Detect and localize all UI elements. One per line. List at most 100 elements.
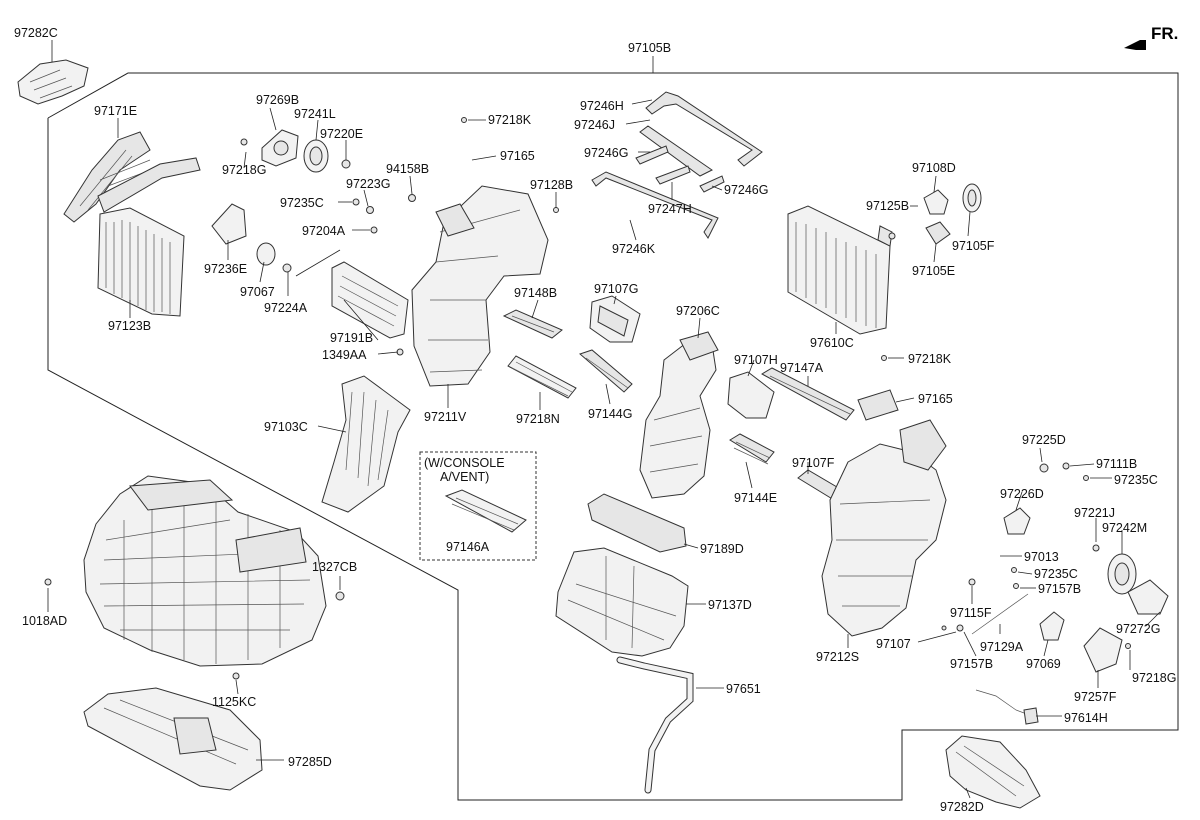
- label-97146a: 97146A: [446, 540, 490, 554]
- heater-core-97123b: [97, 207, 185, 317]
- label-97246k: 97246K: [612, 242, 656, 256]
- duct-97282d: [945, 735, 1041, 809]
- actuator-97226d: [1003, 507, 1031, 535]
- label-97224a: 97224A: [264, 301, 308, 315]
- label-97069: 97069: [1026, 657, 1061, 671]
- label-97218n: 97218N: [516, 412, 560, 426]
- label-97191b: 97191B: [330, 331, 373, 345]
- lever-97069: [1039, 611, 1065, 641]
- label-97226d: 97226D: [1000, 487, 1044, 501]
- label-97211v: 97211V: [424, 410, 467, 424]
- label-1327cb: 1327CB: [312, 560, 357, 574]
- label-97103c: 97103C: [264, 420, 308, 434]
- label-97067: 97067: [240, 285, 275, 299]
- label-1125kc: 1125KC: [212, 695, 256, 709]
- label-97610c: 97610C: [810, 336, 854, 350]
- front-direction-indicator: FR.: [1124, 24, 1178, 50]
- label-97165-a: 97165: [500, 149, 535, 163]
- label-97128b: 97128B: [530, 178, 573, 192]
- housing-right-97212s: [821, 389, 947, 637]
- housing-upper-97211v: [411, 185, 549, 387]
- duct-97103c: [321, 375, 411, 513]
- label-97282d: 97282D: [940, 800, 984, 814]
- label-97218g-a: 97218G: [222, 163, 266, 177]
- label-97013: 97013: [1024, 550, 1059, 564]
- label-97125b: 97125B: [866, 199, 909, 213]
- label-97144e: 97144E: [734, 491, 777, 505]
- label-97212s: 97212S: [816, 650, 859, 664]
- label-97105f: 97105F: [952, 239, 995, 253]
- tray-97137d: [555, 547, 689, 657]
- label-94158b: 94158B: [386, 162, 429, 176]
- label-97171e: 97171E: [94, 104, 137, 118]
- duct-97282c-top: [17, 59, 89, 105]
- front-direction-label: FR.: [1151, 24, 1178, 43]
- label-97220e: 97220E: [320, 127, 363, 141]
- bracket-97189d: [587, 493, 687, 553]
- evaporator-97610c: [787, 205, 893, 335]
- actuator-97257f: [1083, 627, 1123, 673]
- label-97651: 97651: [726, 682, 761, 696]
- label-97242m: 97242M: [1102, 521, 1147, 535]
- label-97115f: 97115F: [950, 606, 992, 620]
- grille-97147a: [760, 367, 855, 421]
- label-97108d: 97108D: [912, 161, 956, 175]
- label-97129a: 97129A: [980, 640, 1024, 654]
- actuator-97242m: [1107, 553, 1137, 595]
- label-97105b: 97105B: [628, 41, 671, 55]
- part-labels: 97282C 97105B 97171E 97123B 97269B 97241…: [14, 26, 1176, 814]
- label-1018ad: 1018AD: [22, 614, 67, 628]
- mode-door-97148b: [502, 309, 563, 339]
- label-97107h: 97107H: [734, 353, 778, 367]
- actuator-97272g: [1127, 579, 1169, 615]
- label-97246g-a: 97246G: [584, 146, 628, 160]
- door-frame-97107g: [589, 295, 641, 343]
- fasteners: [44, 117, 1131, 680]
- console-note-line2: A/VENT): [440, 470, 489, 484]
- actuator-97236e: [211, 203, 292, 273]
- label-97206c: 97206C: [676, 304, 720, 318]
- label-97144g: 97144G: [588, 407, 632, 421]
- label-97148b: 97148B: [514, 286, 557, 300]
- label-97165-b: 97165: [918, 392, 953, 406]
- label-97269b: 97269B: [256, 93, 299, 107]
- label-97107g: 97107G: [594, 282, 638, 296]
- cover-97285d: [83, 687, 263, 791]
- label-97282c-top: 97282C: [14, 26, 58, 40]
- label-97246g-b: 97246G: [724, 183, 768, 197]
- leader-lines: [47, 40, 1161, 799]
- console-note-line1: (W/CONSOLE: [424, 456, 505, 470]
- label-97107f: 97107F: [792, 456, 835, 470]
- sensor-97614h: [975, 689, 1039, 725]
- housing-center-97206c: [639, 331, 719, 499]
- assembly-boundary-frame: [47, 72, 1179, 801]
- vent-grille-97218n: [507, 355, 577, 399]
- label-97235c-c: 97235C: [1034, 567, 1078, 581]
- door-97144g: [579, 349, 633, 393]
- vent-door-97144e: [729, 433, 775, 465]
- label-97241l: 97241L: [294, 107, 336, 121]
- label-97223g: 97223G: [346, 177, 390, 191]
- label-97272g: 97272G: [1116, 622, 1160, 636]
- label-97218k-b: 97218K: [908, 352, 952, 366]
- label-97236e: 97236E: [204, 262, 247, 276]
- label-1349aa: 1349AA: [322, 348, 367, 362]
- label-97235c-a: 97235C: [280, 196, 324, 210]
- label-97123b: 97123B: [108, 319, 151, 333]
- console-vent-group: (W/CONSOLE A/VENT): [419, 451, 537, 561]
- label-97137d: 97137D: [708, 598, 752, 612]
- label-97247h: 97247H: [648, 202, 692, 216]
- label-97614h: 97614H: [1064, 711, 1108, 725]
- link-rod-97129a: [971, 593, 1029, 635]
- label-97285d: 97285D: [288, 755, 332, 769]
- label-97246j: 97246J: [574, 118, 615, 132]
- label-97221j: 97221J: [1074, 506, 1115, 520]
- label-97105e: 97105E: [912, 264, 955, 278]
- seal-strips-97246: [591, 91, 763, 239]
- valve-parts-97108d: [888, 183, 982, 245]
- drain-hose-97651: [616, 656, 694, 794]
- blower-assembly: [83, 475, 327, 667]
- label-97157b-a: 97157B: [1038, 582, 1081, 596]
- label-97218g-b: 97218G: [1132, 671, 1176, 685]
- label-97218k-a: 97218K: [488, 113, 532, 127]
